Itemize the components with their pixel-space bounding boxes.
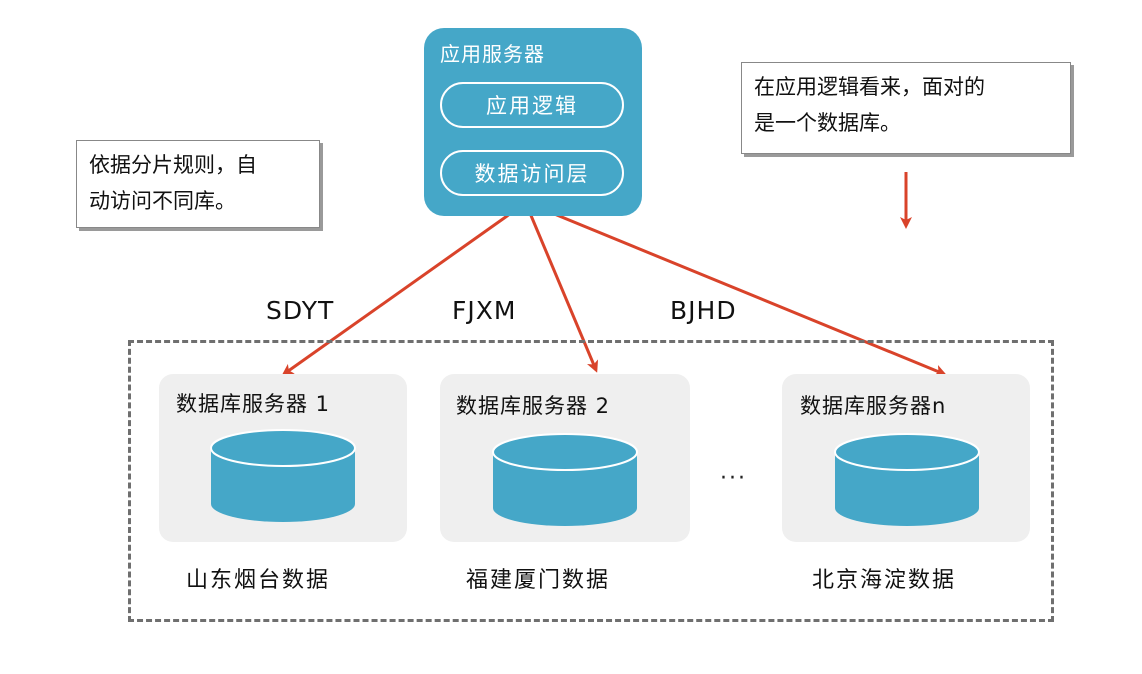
note-line: 在应用逻辑看来，面对的 xyxy=(754,75,985,99)
sharding-rule-note: 依据分片规则，自 动访问不同库。 xyxy=(76,140,320,228)
application-logic-box: 应用逻辑 xyxy=(440,82,624,128)
database-server-title-n: 数据库服务器n xyxy=(800,394,947,418)
arrow-to-dbn xyxy=(529,202,947,377)
database-cylinder-icon xyxy=(834,433,980,526)
note-line: 是一个数据库。 xyxy=(754,111,901,135)
database-server-title-1: 数据库服务器 1 xyxy=(176,392,331,416)
note-line: 动访问不同库。 xyxy=(89,189,236,213)
database-cluster-group xyxy=(128,340,1054,622)
shard-code-fjxm: FJXM xyxy=(452,296,517,325)
database-caption-2: 福建厦门数据 xyxy=(466,568,611,593)
database-caption-n: 北京海淀数据 xyxy=(812,568,957,593)
application-server: 应用服务器 应用逻辑 数据访问层 xyxy=(424,28,642,216)
data-access-layer-box: 数据访问层 xyxy=(440,150,624,196)
database-cylinder-icon xyxy=(210,429,356,522)
shard-code-bjhd: BJHD xyxy=(670,296,737,325)
database-caption-1: 山东烟台数据 xyxy=(186,568,331,593)
shard-code-sdyt: SDYT xyxy=(266,296,335,325)
note-line: 依据分片规则，自 xyxy=(89,153,257,177)
application-server-title: 应用服务器 xyxy=(440,42,545,66)
database-server-title-2: 数据库服务器 2 xyxy=(456,394,611,418)
arrow-to-db1 xyxy=(281,202,525,376)
single-database-note: 在应用逻辑看来，面对的 是一个数据库。 xyxy=(741,62,1071,154)
more-servers-ellipsis: ··· xyxy=(720,466,747,491)
database-cylinder-icon xyxy=(492,433,638,526)
